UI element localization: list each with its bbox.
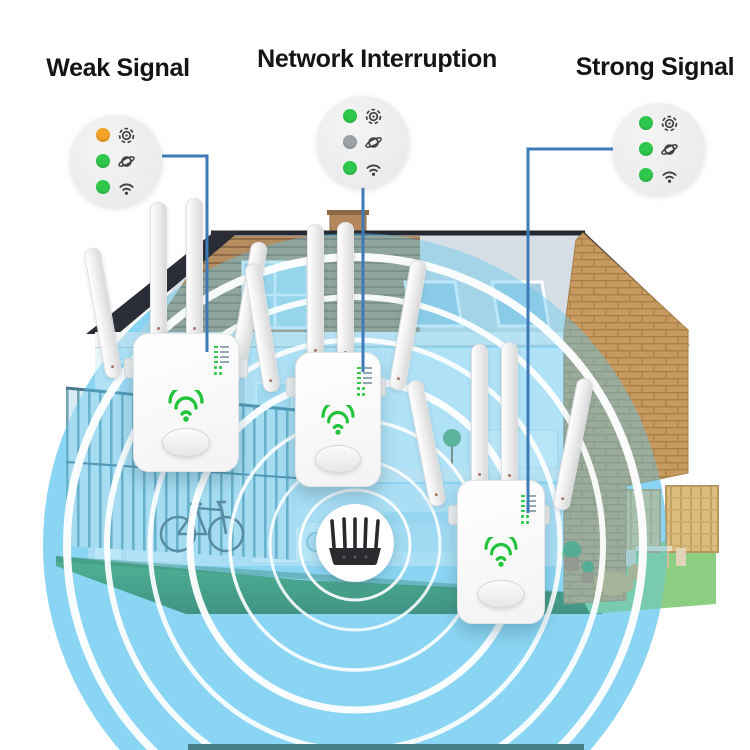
led-dot xyxy=(96,128,110,142)
antenna xyxy=(388,258,428,392)
wps-button[interactable] xyxy=(477,580,525,608)
wifi-extender-1 xyxy=(83,198,269,473)
antenna xyxy=(83,246,123,380)
antenna xyxy=(501,342,518,487)
garden-fence xyxy=(665,485,719,553)
ground-edge xyxy=(188,744,584,750)
status-leds xyxy=(357,367,372,396)
backyard xyxy=(560,485,719,614)
wifi-icon xyxy=(119,183,134,195)
label-strong-signal: Strong Signal xyxy=(575,53,735,81)
garden-fence xyxy=(615,489,661,553)
antenna xyxy=(186,198,203,340)
led-row xyxy=(639,111,679,135)
led-row xyxy=(639,163,679,187)
led-row xyxy=(639,137,679,161)
label-network-interruption: Network Interruption xyxy=(257,45,497,73)
planet-icon xyxy=(661,143,678,155)
led-badge-network-interruption xyxy=(317,96,409,188)
led-badge-weak-signal xyxy=(70,115,162,207)
antenna xyxy=(150,202,167,340)
label-weak-signal: Weak Signal xyxy=(46,54,190,82)
target-icon xyxy=(365,108,382,124)
dog xyxy=(587,560,646,601)
target-icon xyxy=(661,115,678,131)
wifi-logo-icon xyxy=(484,537,518,567)
planet-icon xyxy=(365,136,382,148)
wifi-logo-icon xyxy=(321,405,355,435)
led-row xyxy=(96,123,136,147)
antenna xyxy=(307,224,324,362)
extender-body xyxy=(457,480,545,624)
wps-button[interactable] xyxy=(162,428,210,457)
antenna xyxy=(552,376,595,512)
led-dot xyxy=(343,161,357,175)
led-dot xyxy=(639,142,653,156)
led-dot xyxy=(343,109,357,123)
led-dot xyxy=(639,116,653,130)
roof-eave xyxy=(581,231,690,334)
led-badge-strong-signal xyxy=(613,103,705,195)
led-row xyxy=(343,130,383,154)
led-dot xyxy=(96,180,110,194)
led-dot xyxy=(639,168,653,182)
wifi-icon xyxy=(366,164,381,176)
led-row xyxy=(96,149,136,173)
target-icon xyxy=(118,127,135,143)
wifi-extender-3 xyxy=(405,342,595,624)
led-row xyxy=(96,175,136,199)
extender-body xyxy=(295,352,381,487)
planet-icon xyxy=(118,155,135,167)
extender-body xyxy=(133,333,239,472)
led-dot xyxy=(96,154,110,168)
led-row xyxy=(343,104,383,128)
antenna xyxy=(405,378,447,508)
wifi-extender-2 xyxy=(243,222,428,487)
antenna xyxy=(337,222,354,364)
router-badge xyxy=(316,504,394,582)
garden-table-chairs xyxy=(626,546,686,568)
router-icon xyxy=(329,517,381,566)
wifi-icon xyxy=(662,171,677,183)
skylights xyxy=(403,280,551,328)
led-row xyxy=(343,156,383,180)
status-leds xyxy=(521,495,536,524)
led-dot xyxy=(343,135,357,149)
wps-button[interactable] xyxy=(315,445,361,473)
bicycle xyxy=(159,500,245,553)
antenna xyxy=(471,344,488,486)
status-leds xyxy=(214,346,229,375)
wifi-logo-icon xyxy=(168,390,204,422)
